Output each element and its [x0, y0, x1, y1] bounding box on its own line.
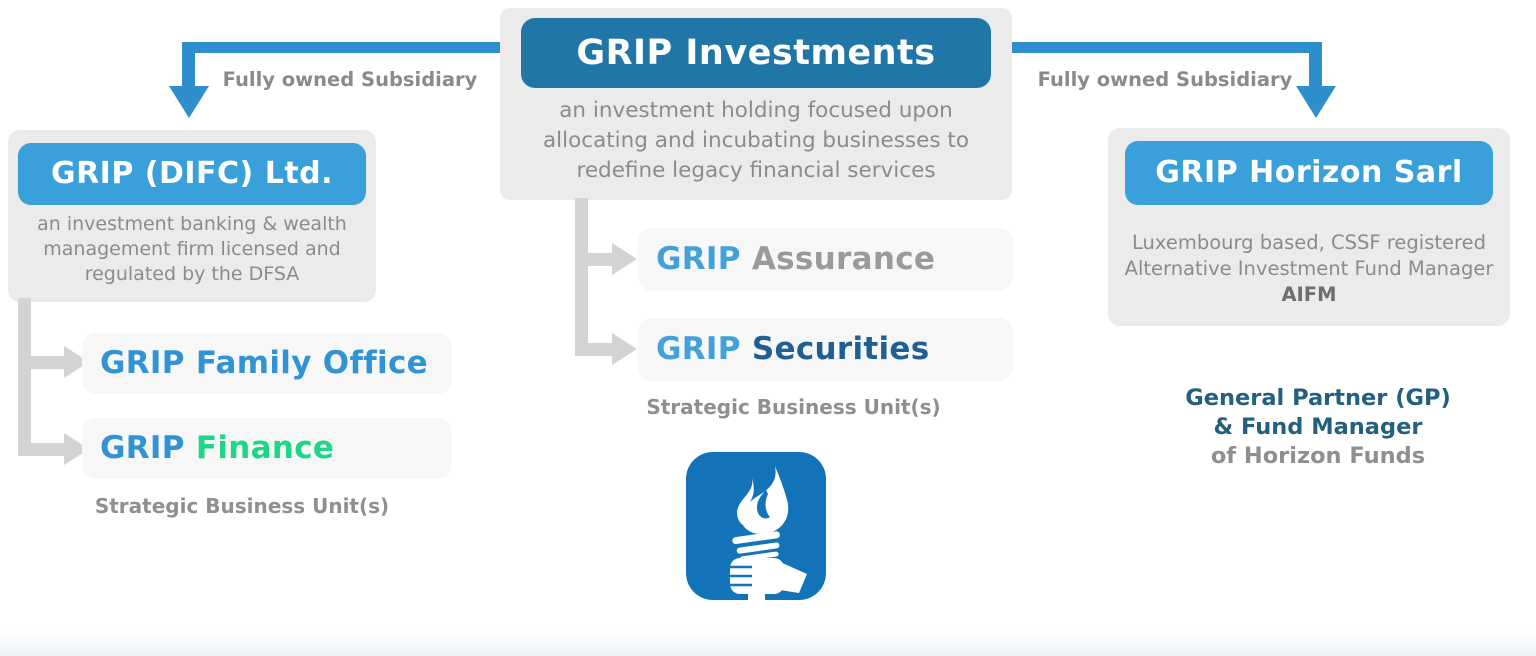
- root-company-description: an investment holding focused upon alloc…: [500, 96, 1012, 186]
- description-line: redefine legacy financial services: [576, 158, 936, 183]
- description-line: regulated by the DFSA: [84, 263, 300, 285]
- center-connector-vertical: [575, 198, 588, 356]
- sbu-prefix: GRIP: [656, 241, 741, 277]
- sbu-securities: GRIP Securities: [638, 318, 1013, 381]
- left-connector-branch: [18, 443, 65, 456]
- center-sbu-caption: Strategic Business Unit(s): [646, 395, 941, 419]
- sbu-name: Family Office: [195, 345, 428, 381]
- left-arrow-horizontal-bar: [182, 42, 500, 53]
- sbu-assurance: GRIP Assurance: [638, 228, 1013, 291]
- description-line: management firm licensed and: [43, 238, 341, 260]
- description-line: Alternative Investment Fund Manager: [1124, 257, 1494, 280]
- center-connector-branch: [575, 343, 613, 356]
- difc-subsidiary-description: an investment banking & wealth managemen…: [8, 212, 376, 287]
- aifm-label: AIFM: [1281, 283, 1337, 306]
- left-connector-vertical: [18, 298, 31, 456]
- grip-torch-logo-icon: [686, 452, 826, 600]
- sbu-prefix: GRIP: [100, 430, 185, 466]
- root-company-panel: GRIP Investments an investment holding f…: [500, 8, 1012, 200]
- left-arrow-down-icon: [169, 86, 209, 118]
- role-line: General Partner (GP): [1185, 385, 1451, 411]
- description-line: an investment holding focused upon: [559, 98, 953, 123]
- difc-subsidiary-panel: GRIP (DIFC) Ltd. an investment banking &…: [8, 130, 376, 302]
- right-arrow-vertical-bar: [1309, 42, 1322, 88]
- horizon-subsidiary-panel: GRIP Horizon Sarl Luxembourg based, CSSF…: [1108, 128, 1510, 326]
- arrow-right-icon: [612, 243, 637, 275]
- left-arrow-vertical-bar: [182, 42, 195, 88]
- root-company-title: GRIP Investments: [521, 18, 991, 88]
- center-connector-branch: [575, 253, 613, 266]
- description-line: Luxembourg based, CSSF registered: [1132, 231, 1486, 254]
- gp-fund-manager-note: General Partner (GP) & Fund Manager of H…: [1132, 384, 1504, 471]
- sbu-family-office: GRIP Family Office: [82, 333, 452, 394]
- role-line: of Horizon Funds: [1210, 443, 1426, 469]
- sbu-name: Assurance: [751, 241, 936, 277]
- arrow-right-icon: [612, 333, 637, 365]
- background-fade: [0, 628, 1536, 656]
- difc-subsidiary-title: GRIP (DIFC) Ltd.: [18, 143, 366, 205]
- horizon-subsidiary-description: Luxembourg based, CSSF registered Altern…: [1108, 230, 1510, 308]
- sbu-prefix: GRIP: [100, 345, 185, 381]
- left-ownership-label: Fully owned Subsidiary: [222, 68, 478, 91]
- sbu-prefix: GRIP: [656, 331, 741, 367]
- left-connector-branch: [18, 356, 65, 369]
- right-arrow-horizontal-bar: [1012, 42, 1322, 53]
- role-line: & Fund Manager: [1213, 414, 1423, 440]
- sbu-finance: GRIP Finance: [82, 418, 452, 479]
- right-ownership-label: Fully owned Subsidiary: [1037, 68, 1293, 91]
- sbu-name: Securities: [751, 331, 930, 367]
- right-arrow-down-icon: [1296, 86, 1336, 118]
- sbu-name: Finance: [195, 430, 335, 466]
- description-line: an investment banking & wealth: [37, 213, 347, 235]
- left-sbu-caption: Strategic Business Unit(s): [94, 494, 390, 518]
- description-line: allocating and incubating businesses to: [542, 128, 969, 153]
- horizon-subsidiary-title: GRIP Horizon Sarl: [1125, 141, 1493, 205]
